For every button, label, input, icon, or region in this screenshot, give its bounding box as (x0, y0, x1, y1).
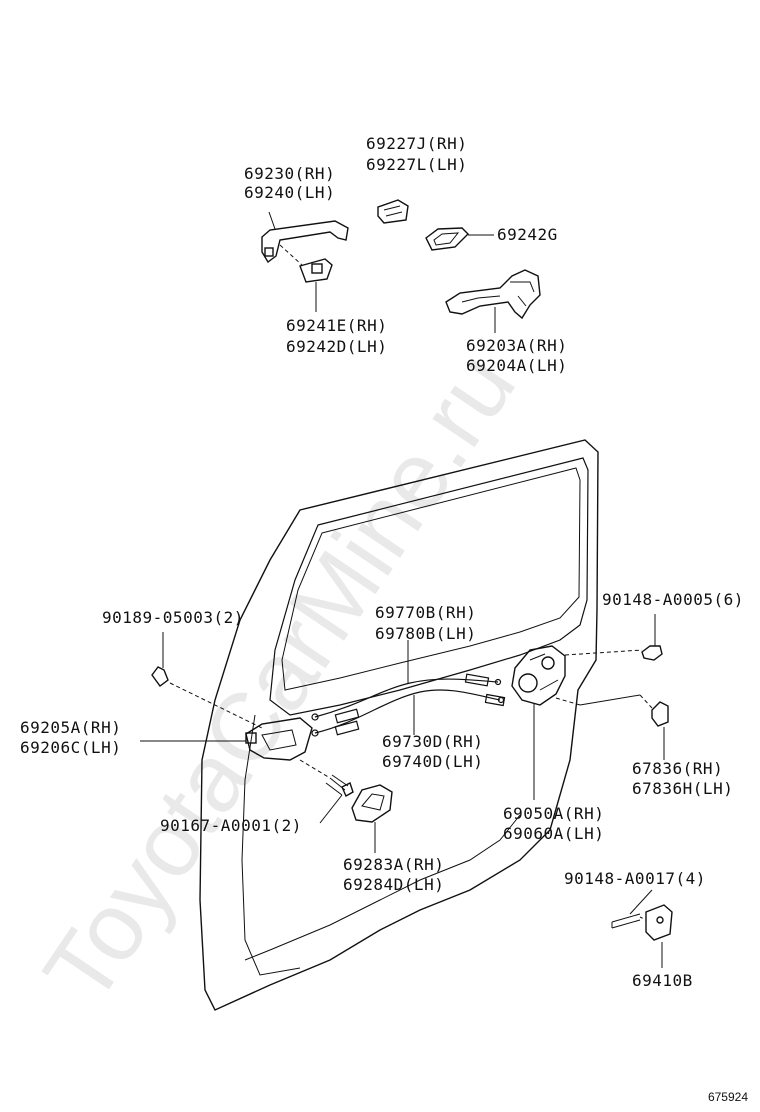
cables (311, 640, 506, 737)
label-69770B: 69770B(RH) (375, 603, 477, 622)
handle-pad (279, 244, 333, 312)
label-69203A: 69203A(RH) (466, 336, 568, 355)
gasket (425, 227, 494, 251)
label-69242D: 69242D(LH) (286, 337, 388, 356)
label-69206C: 69206C(LH) (20, 738, 122, 757)
label-69780B: 69780B(LH) (375, 624, 477, 643)
handle-frame (445, 269, 541, 333)
clip (151, 632, 169, 687)
door-panel (199, 439, 599, 1011)
label-69242G: 69242G (497, 225, 558, 244)
label-90148-A0005: 90148-A0005(6) (602, 590, 744, 609)
handle-cover (377, 199, 409, 224)
label-69240: 69240(LH) (244, 183, 336, 202)
label-69730D: 69730D(RH) (382, 732, 484, 751)
handle-bezel (351, 784, 393, 853)
figure-number: 675924 (707, 1090, 748, 1104)
label-69060A: 69060A(LH) (503, 824, 605, 843)
label-69284D: 69284D(LH) (343, 875, 445, 894)
label-69227L: 69227L(LH) (366, 155, 468, 174)
label-69050A: 69050A(RH) (503, 804, 605, 823)
screw-lock (641, 614, 663, 661)
label-90167: 90167-A0001(2) (160, 816, 302, 835)
label-90189: 90189-05003(2) (102, 608, 244, 627)
inside-handle (140, 682, 331, 779)
label-69740D: 69740D(LH) (382, 752, 484, 771)
label-67836: 67836(RH) (632, 759, 724, 778)
outside-handle (261, 211, 349, 264)
label-67836H: 67836H(LH) (632, 779, 734, 798)
label-69205A: 69205A(RH) (20, 718, 122, 737)
striker (611, 889, 673, 968)
label-69227J: 69227J(RH) (366, 134, 468, 153)
door-lock (511, 645, 653, 800)
label-69204A: 69204A(LH) (466, 356, 568, 375)
label-69230: 69230(RH) (244, 164, 336, 183)
screw-handle (319, 774, 354, 824)
bumper (651, 701, 669, 760)
label-69410B: 69410B (632, 971, 693, 990)
label-69283A: 69283A(RH) (343, 855, 445, 874)
label-90148-A0017: 90148-A0017(4) (564, 869, 706, 888)
label-69241E: 69241E(RH) (286, 316, 388, 335)
